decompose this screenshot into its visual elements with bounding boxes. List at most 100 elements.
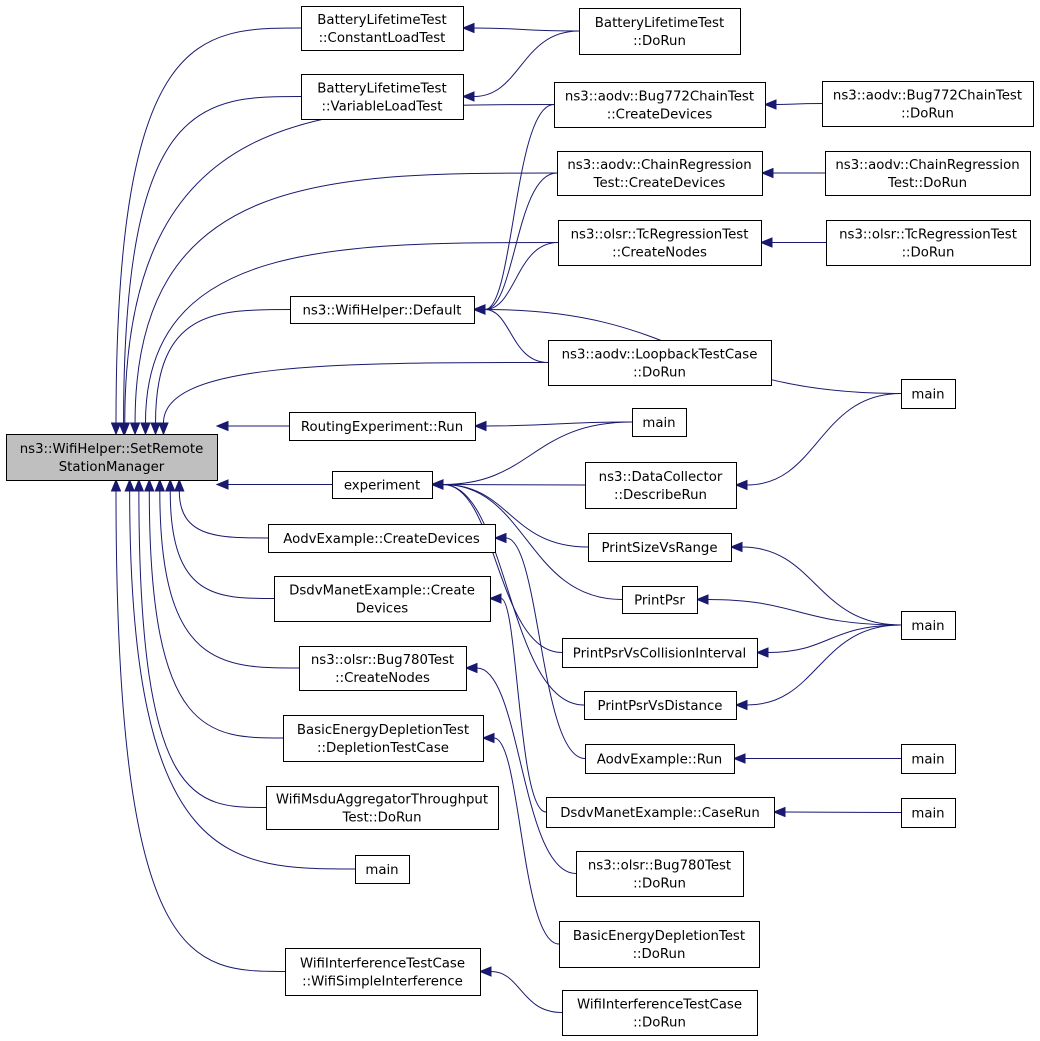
node-label: ::DoRun xyxy=(902,246,955,261)
arrowhead xyxy=(110,478,122,492)
node-label: ::WifiSimpleInterference xyxy=(302,975,463,990)
node-routing-run[interactable]: RoutingExperiment::Run xyxy=(289,412,476,441)
node-label: Test::DoRun xyxy=(887,176,967,191)
edge-line xyxy=(123,96,302,424)
arrowhead xyxy=(472,304,486,315)
node-label: BatteryLifetimeTest xyxy=(595,16,724,31)
node-label: experiment xyxy=(344,479,420,494)
arrowhead xyxy=(759,237,773,248)
edge-blt-var-to-root xyxy=(118,96,302,436)
edge-main-b-to-routing-run xyxy=(473,420,633,432)
node-bed-case[interactable]: BasicEnergyDepletionTest::DepletionTestC… xyxy=(283,715,484,762)
node-label: Test::CreateDevices xyxy=(593,176,726,191)
edge-line xyxy=(746,624,902,706)
node-blt-var[interactable]: BatteryLifetimeTest::VariableLoadTest xyxy=(301,74,464,120)
node-label: ns3::olsr::TcRegressionTest xyxy=(839,228,1017,243)
edge-main-d-to-root xyxy=(124,478,356,870)
node-label: ::DoRun xyxy=(633,947,686,962)
node-blt-const[interactable]: BatteryLifetimeTest::ConstantLoadTest xyxy=(301,6,464,51)
node-box xyxy=(901,379,956,409)
node-dc-describe[interactable]: ns3::DataCollector::DescribeRun xyxy=(585,462,737,509)
node-experiment[interactable]: experiment xyxy=(332,471,433,499)
node-box xyxy=(579,8,741,55)
arrowhead xyxy=(461,91,475,102)
edge-line xyxy=(148,490,284,739)
node-main-c[interactable]: main xyxy=(901,611,956,640)
node-bug772-create[interactable]: ns3::aodv::Bug772ChainTest::CreateDevice… xyxy=(554,82,766,128)
edge-line xyxy=(442,484,623,600)
edge-bug780-create-to-root xyxy=(154,478,300,669)
node-box xyxy=(332,471,433,499)
arrowhead xyxy=(154,478,166,492)
node-label: ns3::aodv::Bug772ChainTest xyxy=(565,90,754,105)
node-dsdv-caserun[interactable]: DsdvManetExample::CaseRun xyxy=(546,797,775,828)
node-main-d[interactable]: main xyxy=(355,855,410,884)
node-tcreg-create[interactable]: ns3::olsr::TcRegressionTest::CreateNodes xyxy=(558,220,762,266)
node-chainreg-create[interactable]: ns3::aodv::ChainRegressionTest::CreateDe… xyxy=(557,151,763,196)
node-print-coll[interactable]: PrintPsrVsCollisionInterval xyxy=(562,638,758,668)
edge-bug772-dorun-to-bug772-create xyxy=(763,99,823,110)
edge-bug772-create-to-root xyxy=(119,104,555,436)
node-label: PrintPsrVsCollisionInterval xyxy=(573,647,746,662)
edge-line xyxy=(138,490,267,808)
edge-tcreg-create-to-wifi-default xyxy=(472,242,559,315)
edge-tcreg-dorun-to-tcreg-create xyxy=(759,237,826,248)
node-box xyxy=(554,82,766,128)
node-wit-dorun[interactable]: WifiInterferenceTestCase::DoRun xyxy=(562,990,758,1036)
node-label: Test::DoRun xyxy=(341,811,421,826)
node-main-a[interactable]: main xyxy=(901,379,956,409)
node-print-size[interactable]: PrintSizeVsRange xyxy=(588,533,732,562)
arrowhead xyxy=(158,422,169,436)
edge-line xyxy=(129,490,356,870)
node-label: main xyxy=(911,807,944,822)
node-main-e[interactable]: main xyxy=(901,744,956,774)
node-bug780-dorun[interactable]: ns3::olsr::Bug780Test::DoRun xyxy=(576,851,744,897)
node-box xyxy=(6,434,218,481)
edge-aodv-run-to-aodv-create xyxy=(493,532,586,759)
node-wifi-default[interactable]: ns3::WifiHelper::Default xyxy=(290,296,475,324)
arrowhead xyxy=(124,478,135,492)
node-main-b[interactable]: main xyxy=(632,408,687,437)
node-label: ns3::WifiHelper::SetRemote xyxy=(20,442,204,457)
arrowhead xyxy=(695,594,709,605)
node-aodv-create[interactable]: AodvExample::CreateDevices xyxy=(268,524,496,553)
node-wit-simple[interactable]: WifiInterferenceTestCase::WifiSimpleInte… xyxy=(285,948,481,996)
edge-line xyxy=(442,421,633,485)
node-box xyxy=(546,797,775,828)
node-label: ::CreateNodes xyxy=(335,671,430,686)
node-main-f[interactable]: main xyxy=(901,798,956,828)
node-bug780-create[interactable]: ns3::olsr::Bug780Test::CreateNodes xyxy=(299,646,467,691)
edge-blt-dorun-to-blt-var xyxy=(461,30,580,102)
node-box xyxy=(584,691,737,720)
node-bed-dorun[interactable]: BasicEnergyDepletionTest::DoRun xyxy=(559,921,760,968)
node-box xyxy=(822,81,1034,127)
edge-line xyxy=(473,30,580,97)
node-label: ::ConstantLoadTest xyxy=(319,31,446,46)
node-aodv-run[interactable]: AodvExample::Run xyxy=(585,744,735,774)
node-print-psr[interactable]: PrintPsr xyxy=(622,586,698,614)
node-dsdv-create[interactable]: DsdvManetExample::CreateDevices xyxy=(274,576,491,622)
node-label: BatteryLifetimeTest xyxy=(317,13,446,28)
edge-blt-const-to-root xyxy=(110,27,302,436)
node-loopback[interactable]: ns3::aodv::LoopbackTestCase::DoRun xyxy=(548,340,772,386)
node-box xyxy=(557,151,763,196)
arrowhead xyxy=(760,167,774,179)
edge-line xyxy=(493,737,560,945)
node-box xyxy=(622,586,698,614)
node-label: main xyxy=(365,863,398,878)
edge-line xyxy=(115,490,286,972)
edge-bed-dorun-to-bed-case xyxy=(481,732,560,945)
edge-line xyxy=(476,667,577,874)
edge-line xyxy=(442,484,585,706)
node-tcreg-dorun[interactable]: ns3::olsr::TcRegressionTest::DoRun xyxy=(826,220,1031,266)
node-label: ::CreateDevices xyxy=(607,108,713,123)
node-print-dist[interactable]: PrintPsrVsDistance xyxy=(584,691,737,720)
arrowhead xyxy=(150,422,161,436)
node-blt-dorun[interactable]: BatteryLifetimeTest::DoRun xyxy=(579,8,741,55)
node-bug772-dorun[interactable]: ns3::aodv::Bug772ChainTest::DoRun xyxy=(822,81,1034,127)
node-label: DsdvManetExample::CaseRun xyxy=(560,806,760,821)
edge-msdu-dorun-to-root xyxy=(133,478,267,808)
